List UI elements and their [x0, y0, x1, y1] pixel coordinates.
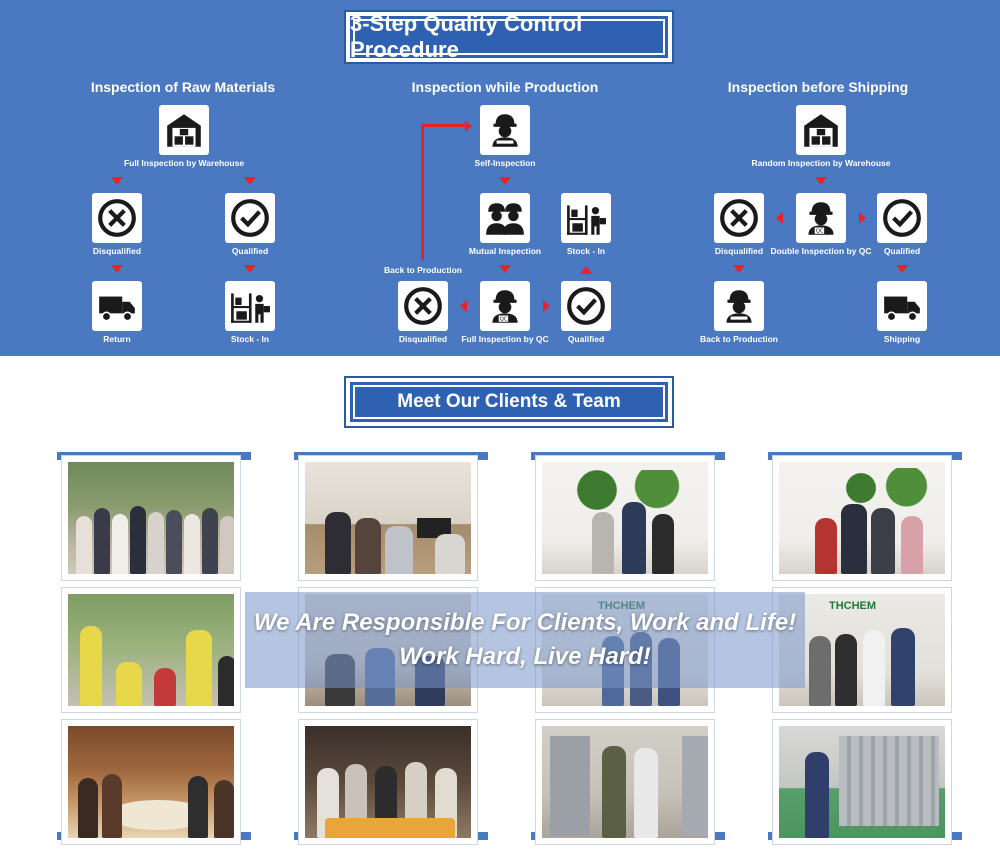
svg-text:QC: QC — [500, 317, 508, 323]
return-path-line — [421, 124, 465, 127]
company-logo-text: THCHEM — [829, 600, 877, 612]
team-photo-photo-wall-2 — [772, 455, 952, 581]
step2-stock-caption: Stock - In — [566, 246, 606, 256]
step3-double-caption: Double Inspection by QC — [770, 246, 872, 256]
arrow — [244, 265, 256, 273]
stock-in-icon — [561, 193, 611, 243]
arrow — [733, 265, 745, 273]
step3-ship-caption: Shipping — [883, 334, 921, 344]
arrow — [776, 212, 783, 224]
arrow — [896, 265, 908, 273]
team-photo-company-entrance: THCHEM — [772, 587, 952, 713]
cross-circle-icon — [398, 281, 448, 331]
step2-mutual-caption: Mutual Inspection — [468, 246, 542, 256]
step1-stock-caption: Stock - In — [230, 334, 270, 344]
stock-in-icon — [225, 281, 275, 331]
team-photo-volunteers — [61, 587, 241, 713]
worker-wrench-icon — [714, 281, 764, 331]
arrow — [244, 177, 256, 185]
check-circle-icon — [877, 193, 927, 243]
step3-back-caption: Back to Production — [700, 334, 778, 344]
cross-circle-icon — [92, 193, 142, 243]
arrow — [111, 177, 123, 185]
team-photo-banquet — [61, 719, 241, 845]
slogan-line-2: Work Hard, Live Hard! — [399, 643, 651, 670]
qc-inspector-icon: QC — [480, 281, 530, 331]
step2-full-caption: Full Inspection by QC — [461, 334, 549, 344]
two-workers-icon — [480, 193, 530, 243]
slogan-overlay: We Are Responsible For Clients, Work and… — [245, 592, 805, 688]
team-title: Meet Our Clients & Team — [397, 391, 621, 412]
step3-start-caption: Random Inspection by Warehouse — [751, 158, 891, 168]
qc-title: 3-Step Quality Control Procedure — [350, 11, 583, 62]
arrow — [499, 265, 511, 273]
warehouse-icon — [159, 105, 209, 155]
check-circle-icon — [225, 193, 275, 243]
arrow — [815, 177, 827, 185]
step2-title: Inspection while Production — [411, 79, 599, 95]
step2-back-caption: Back to Production — [384, 265, 462, 275]
step2-qual-caption: Qualified — [567, 334, 605, 344]
team-photo-factory — [535, 719, 715, 845]
step1-title: Inspection of Raw Materials — [90, 79, 276, 95]
svg-text:QC: QC — [816, 229, 824, 235]
arrow — [460, 300, 467, 312]
arrow — [499, 177, 511, 185]
team-photo-dinner-party — [298, 719, 478, 845]
team-photo-group-outdoor — [61, 455, 241, 581]
warehouse-icon — [796, 105, 846, 155]
step1-disq-caption: Disqualified — [92, 246, 142, 256]
arrow — [859, 212, 866, 224]
slogan-line-1: We Are Responsible For Clients, Work and… — [253, 609, 797, 636]
cross-circle-icon — [714, 193, 764, 243]
step3-qual-caption: Qualified — [883, 246, 921, 256]
arrow — [543, 300, 550, 312]
team-title-banner: Meet Our Clients & Team — [344, 376, 674, 428]
qc-inspector-icon: QC — [796, 193, 846, 243]
arrow — [111, 265, 123, 273]
truck-icon — [92, 281, 142, 331]
arrow — [465, 119, 472, 132]
worker-wrench-icon — [480, 105, 530, 155]
step1-qual-caption: Qualified — [231, 246, 269, 256]
check-circle-icon — [561, 281, 611, 331]
arrow — [580, 266, 592, 274]
step3-disq-caption: Disqualified — [714, 246, 764, 256]
step1-start-caption: Full Inspection by Warehouse — [123, 158, 245, 168]
step1-return-caption: Return — [103, 334, 131, 344]
step2-disq-caption: Disqualified — [398, 334, 448, 344]
qc-panel: 3-Step Quality Control Procedure Inspect… — [0, 0, 1000, 356]
team-photo-office-laptops — [298, 455, 478, 581]
step3-title: Inspection before Shipping — [727, 79, 909, 95]
team-photo-equipment — [772, 719, 952, 845]
step2-self-caption: Self-Inspection — [474, 158, 536, 168]
return-path-line — [421, 124, 424, 260]
team-photo-photo-wall — [535, 455, 715, 581]
truck-icon — [877, 281, 927, 331]
qc-title-banner: 3-Step Quality Control Procedure — [344, 10, 674, 64]
